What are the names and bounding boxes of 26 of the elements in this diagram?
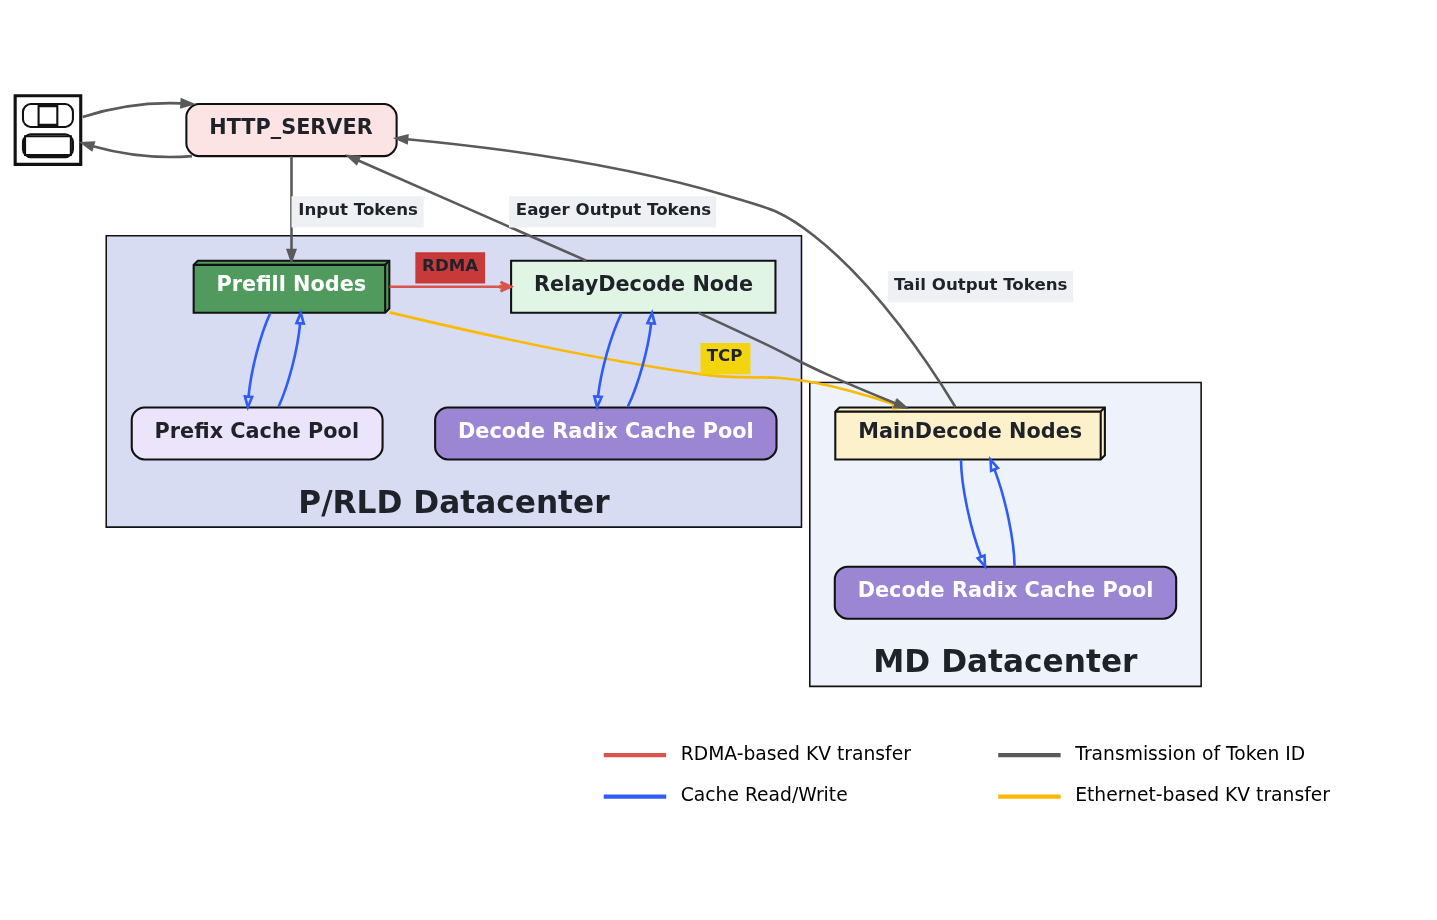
arrow bbox=[592, 312, 623, 411]
legend-label: Cache Read/Write bbox=[680, 784, 848, 806]
edge-label: TCP bbox=[706, 346, 743, 366]
arrow bbox=[78, 141, 192, 159]
arrow bbox=[276, 309, 305, 408]
arrow bbox=[344, 154, 587, 262]
legend-label: Transmission of Token ID bbox=[1074, 742, 1305, 764]
node-box: HTTP_SERVER bbox=[184, 103, 398, 158]
node-box: Prefix Cache Pool bbox=[130, 406, 384, 461]
arrow bbox=[285, 156, 297, 265]
legend-label: RDMA-based KV transfer bbox=[680, 742, 911, 764]
arrow bbox=[81, 97, 196, 119]
arrow bbox=[389, 280, 512, 293]
arrow bbox=[959, 459, 987, 571]
legend-label: Ethernet-based KV transfer bbox=[1074, 784, 1330, 806]
edge-label: Input Tokens bbox=[297, 199, 418, 219]
arrow bbox=[988, 456, 1016, 567]
edge-label: RDMA bbox=[421, 255, 478, 275]
node-box: Decode Radix Cache Pool bbox=[433, 406, 778, 461]
arrow bbox=[242, 312, 271, 411]
node-person bbox=[13, 94, 82, 166]
node-box: RelayDecode Node bbox=[509, 259, 776, 314]
edge-label: Tail Output Tokens bbox=[893, 274, 1067, 294]
node-box: Decode Radix Cache Pool bbox=[833, 565, 1177, 620]
arrow bbox=[625, 309, 656, 408]
edge-label: Eager Output Tokens bbox=[515, 199, 711, 219]
